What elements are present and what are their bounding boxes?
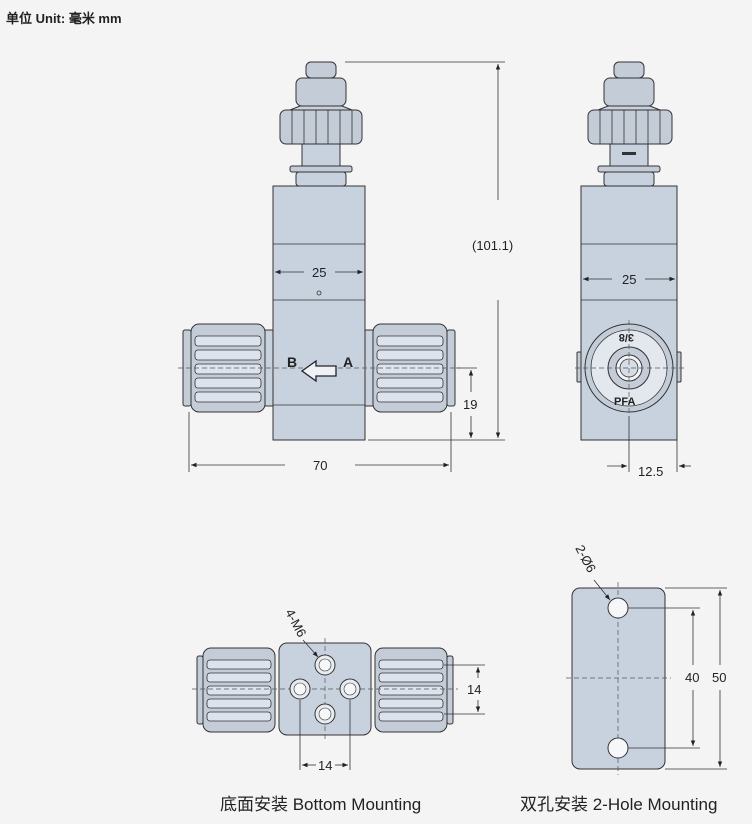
m6-hole-left xyxy=(289,678,311,700)
port-size-mark: 3/8 xyxy=(619,331,634,343)
two-hole-inner-dim: 40 xyxy=(685,670,699,685)
two-hole-mounting-view: 2-Ø6 40 50 xyxy=(566,542,727,775)
bottom-thread-note: 4-M6 xyxy=(282,606,309,639)
front-top-cap xyxy=(279,61,363,187)
m6-hole-bottom xyxy=(314,703,336,725)
flow-arrow-icon xyxy=(300,359,337,383)
front-length-dim: 70 xyxy=(313,458,327,473)
mount-hole-top xyxy=(607,597,629,619)
port-a-label: A xyxy=(343,354,353,370)
two-hole-note: 2-Ø6 xyxy=(572,542,599,575)
m6-hole-right xyxy=(339,678,361,700)
port-b-label: B xyxy=(287,354,297,370)
bottom-left-nut xyxy=(196,647,276,733)
bottom-spacing-v-dim: 14 xyxy=(467,682,481,697)
front-port-height-dim: 19 xyxy=(463,397,477,412)
mount-hole-bottom xyxy=(607,737,629,759)
bottom-right-nut xyxy=(374,647,454,733)
material-mark: PFA xyxy=(614,396,635,408)
front-width-dim: 25 xyxy=(312,265,326,280)
side-view: 3/8 PFA 25 12.5 xyxy=(575,61,691,479)
two-hole-mounting-caption: 双孔安装 2-Hole Mounting xyxy=(520,795,718,814)
front-body xyxy=(272,185,366,441)
bottom-spacing-h-dim: 14 xyxy=(318,758,332,773)
two-hole-outer-dim: 50 xyxy=(712,670,726,685)
m6-hole-top xyxy=(314,654,336,676)
side-width-dim: 25 xyxy=(622,272,636,287)
unit-label: 单位 Unit: 毫米 mm xyxy=(6,11,122,26)
side-top-cap xyxy=(587,61,673,187)
front-height-dim: (101.1) xyxy=(472,238,513,253)
side-offset-dim: 12.5 xyxy=(638,464,663,479)
bottom-mounting-view: 4-M6 14 14 xyxy=(192,606,485,773)
two-hole-body xyxy=(571,587,666,770)
bottom-mounting-caption: 底面安装 Bottom Mounting xyxy=(220,795,422,814)
front-view: B A 25 (101.1) 19 70 xyxy=(178,61,513,473)
